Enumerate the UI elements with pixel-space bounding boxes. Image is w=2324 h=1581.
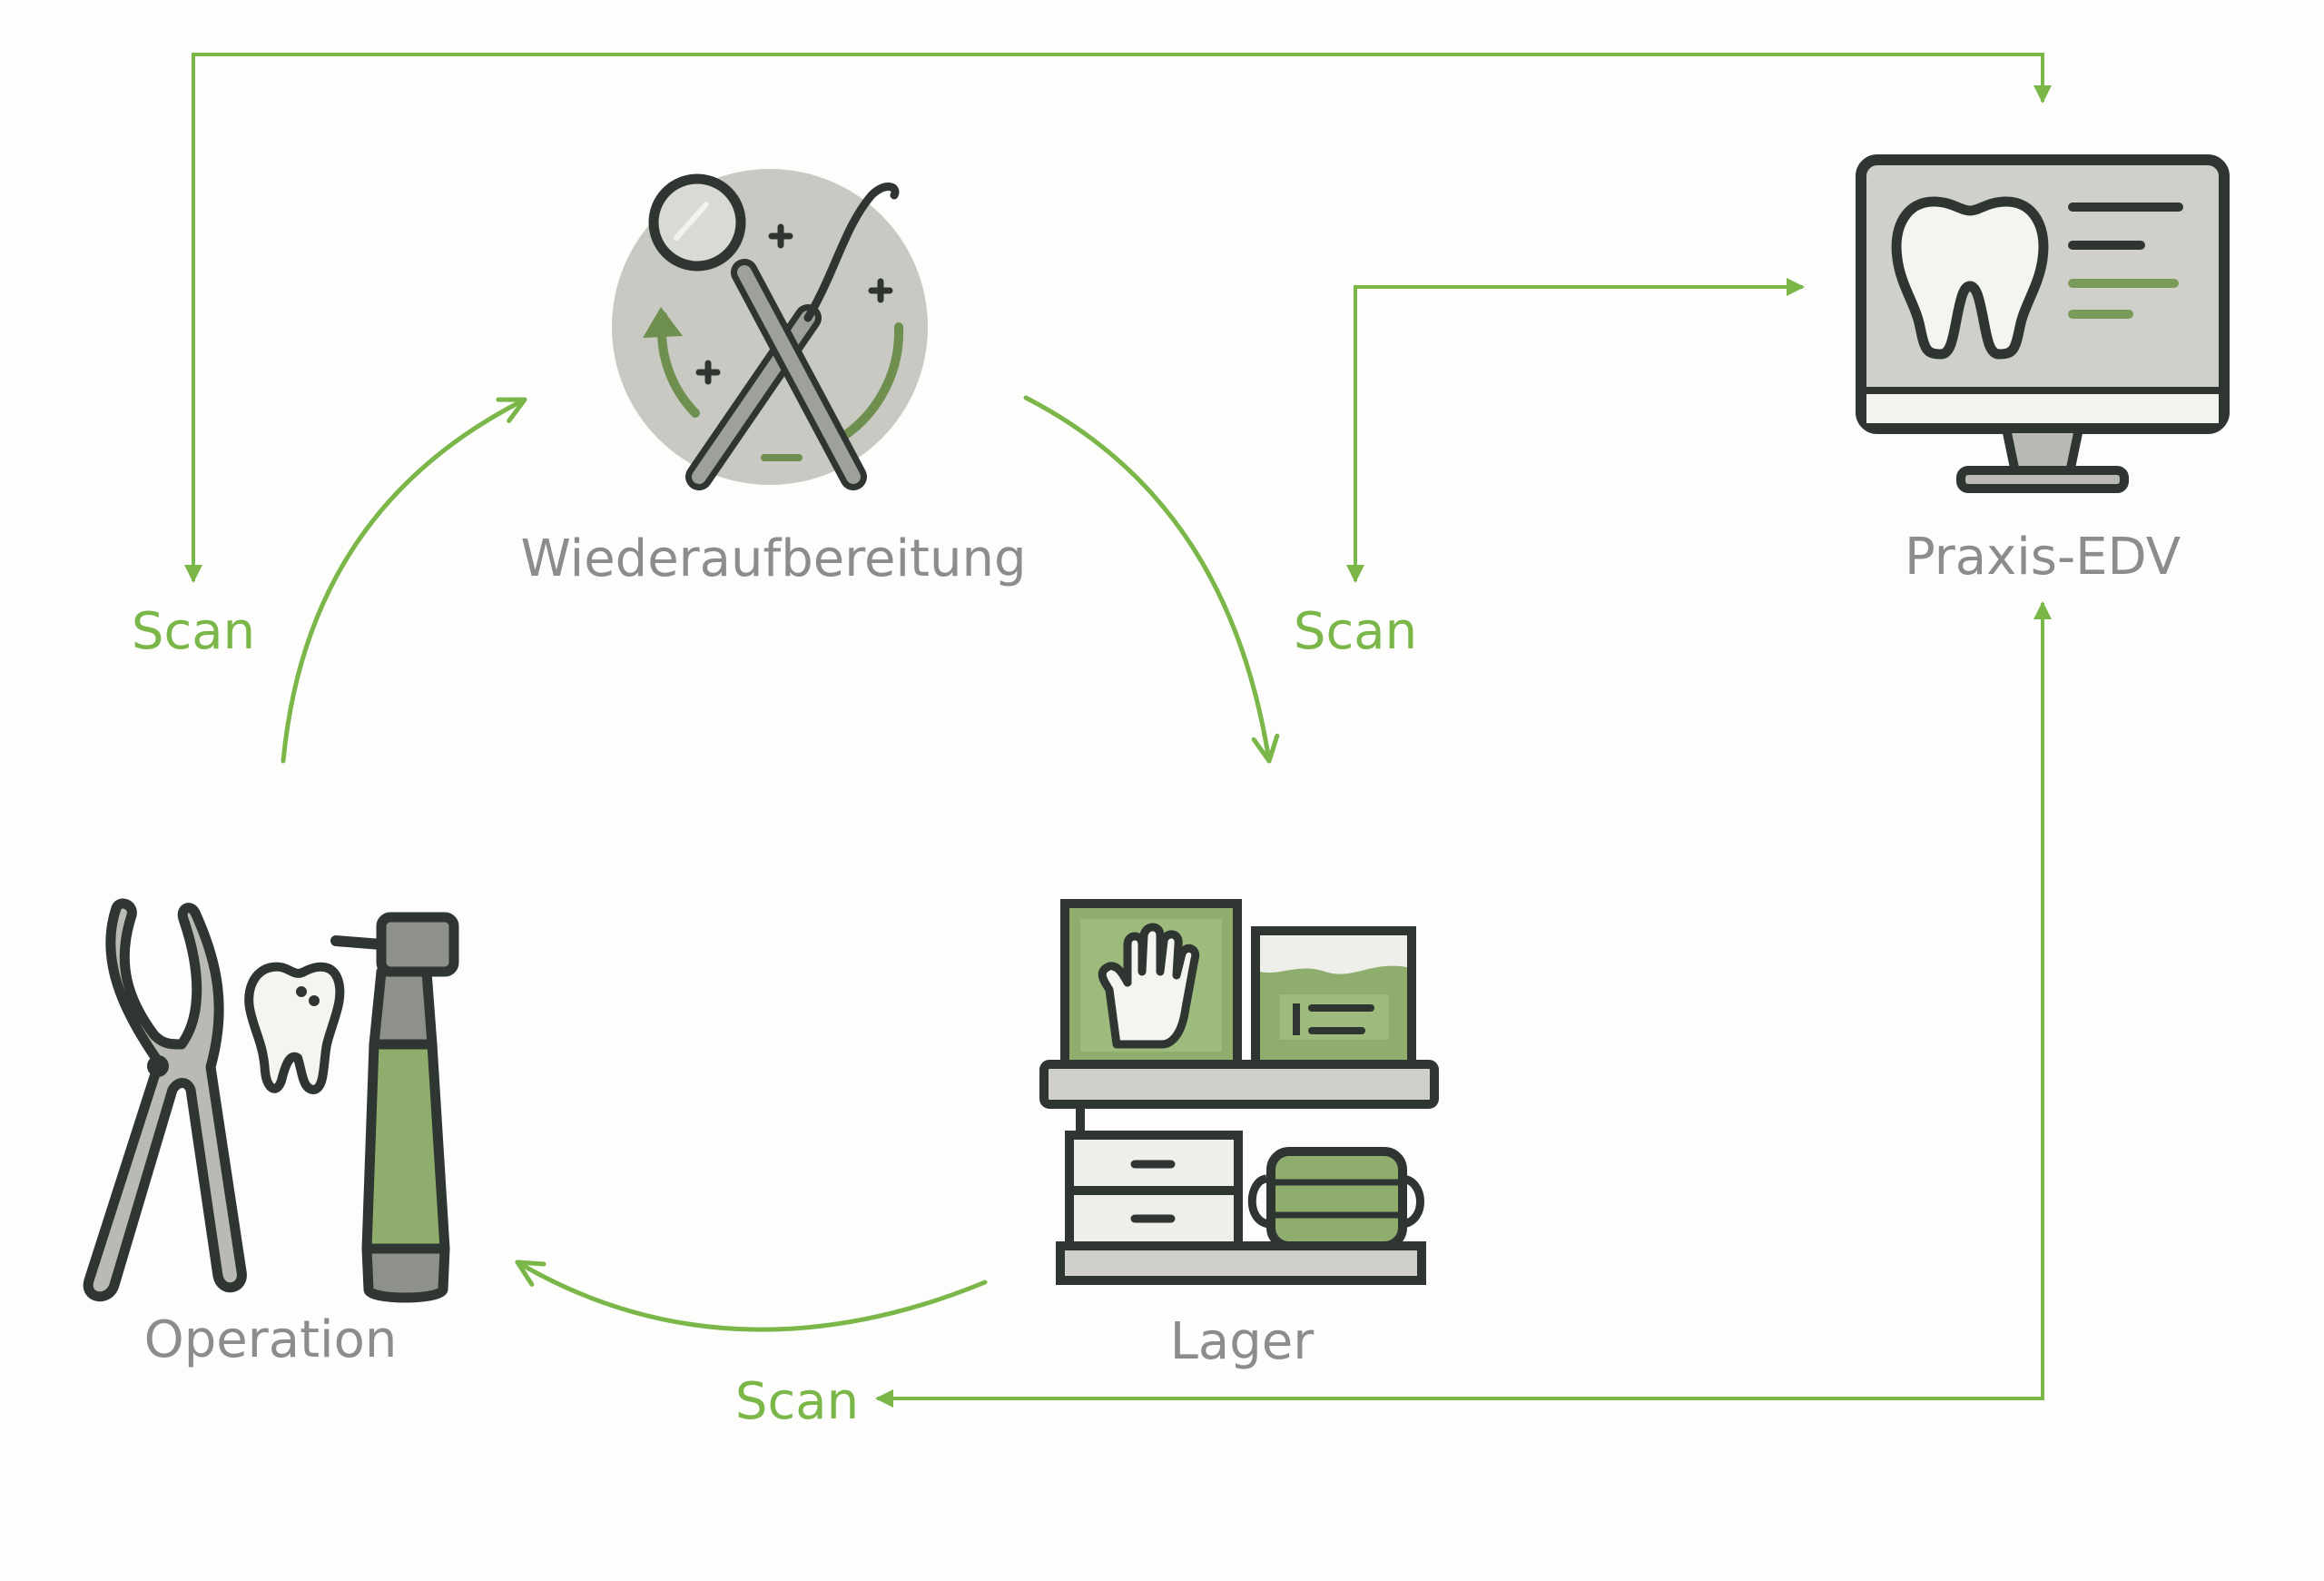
cycle-arrow-storage-to-operation [515, 1260, 988, 1332]
node-label-storage: Lager [1170, 1312, 1315, 1371]
operation-icon [83, 898, 459, 1303]
node-label-reprocessing: Wiederaufbereitung [521, 529, 1027, 588]
scan-label-middle: Scan [1294, 602, 1417, 661]
connector-middle [1354, 278, 1805, 581]
node-label-operation: Operation [144, 1310, 398, 1369]
storage-icon [1039, 899, 1439, 1285]
connector-top-loop [192, 53, 2052, 581]
cycle-arrow-operation-to-reprocessing [281, 397, 527, 764]
reprocessing-icon [612, 169, 928, 490]
scan-label-bottom: Scan [735, 1372, 859, 1431]
scan-label-left: Scan [132, 602, 255, 661]
node-label-it-system: Praxis-EDV [1905, 528, 2181, 587]
monitor-icon [1856, 154, 2230, 493]
cycle-arrow-reprocessing-to-storage [1023, 395, 1280, 764]
connector-bottom [875, 603, 2044, 1408]
